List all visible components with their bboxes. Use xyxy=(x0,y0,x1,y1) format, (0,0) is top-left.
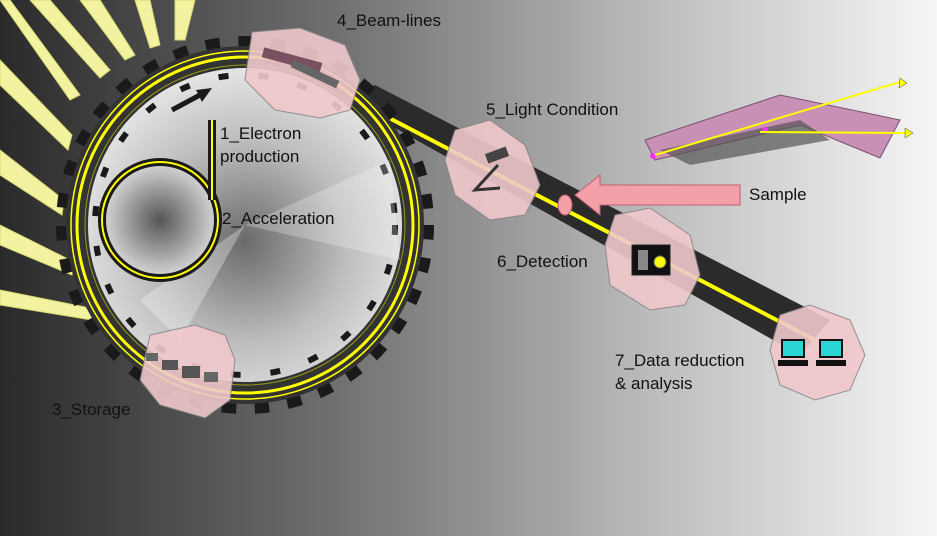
detection-module xyxy=(604,207,701,311)
label-light-condition: 5_Light Condition xyxy=(486,100,619,119)
label-data-reduction-line2: & analysis xyxy=(615,374,693,393)
sample-arrow xyxy=(574,173,741,217)
light-condition-module xyxy=(444,119,541,221)
label-sample: Sample xyxy=(749,185,807,204)
label-acceleration: 2_Acceleration xyxy=(222,209,335,228)
light-rays xyxy=(0,0,196,321)
data-reduction-module xyxy=(769,304,866,401)
sample-marker xyxy=(557,194,573,216)
label-electron-production-line2: production xyxy=(220,147,300,166)
arrow-head xyxy=(196,88,212,102)
direction-arrow xyxy=(170,92,202,113)
label-detection: 6_Detection xyxy=(497,252,588,271)
beamlines-module xyxy=(244,27,361,119)
beamline-bench xyxy=(644,77,914,165)
label-data-reduction-line1: 7_Data reduction xyxy=(615,351,745,370)
booster-loop xyxy=(98,120,222,282)
label-beamlines: 4_Beam-lines xyxy=(337,11,441,30)
storage-module xyxy=(139,324,236,419)
storage-ring xyxy=(56,36,434,414)
label-storage: 3_Storage xyxy=(52,400,131,419)
label-electron-production-line1: 1_Electron xyxy=(220,124,302,143)
